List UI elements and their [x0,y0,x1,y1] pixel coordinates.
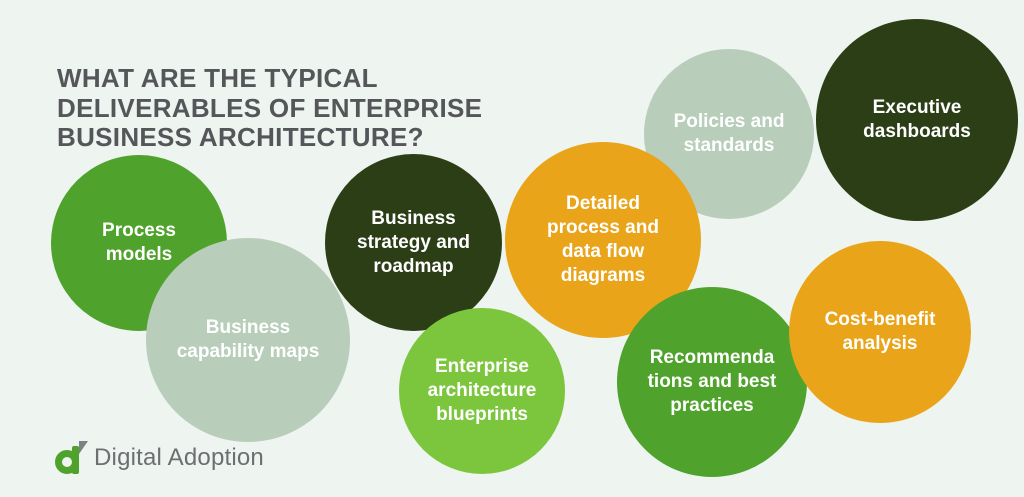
brand-footer: Digital Adoption [55,441,264,474]
bubble-policies-standards: Policies and standards [644,49,814,219]
bubble-executive-dashboards: Executive dashboards [816,19,1018,221]
bubble-recommendations-best-practices: Recommenda tions and best practices [617,287,807,477]
page-title: WHAT ARE THE TYPICAL DELIVERABLES OF ENT… [57,63,483,153]
bubble-business-strategy-roadmap: Business strategy and roadmap [325,154,502,331]
logo-stem-shape [72,446,79,474]
bubble-business-capability-maps: Business capability maps [146,238,350,442]
logo-flag-shape [79,441,88,454]
bubble-cost-benefit-analysis: Cost-benefit analysis [789,241,971,423]
bubble-enterprise-architecture-blueprints: Enterprise architecture blueprints [399,308,565,474]
bubble-detailed-process-data-flow-diagrams: Detailed process and data flow diagrams [505,142,701,338]
digital-adoption-logo-icon [55,441,89,474]
bubble-process-models: Process models [51,155,227,331]
brand-name: Digital Adoption [94,443,264,471]
